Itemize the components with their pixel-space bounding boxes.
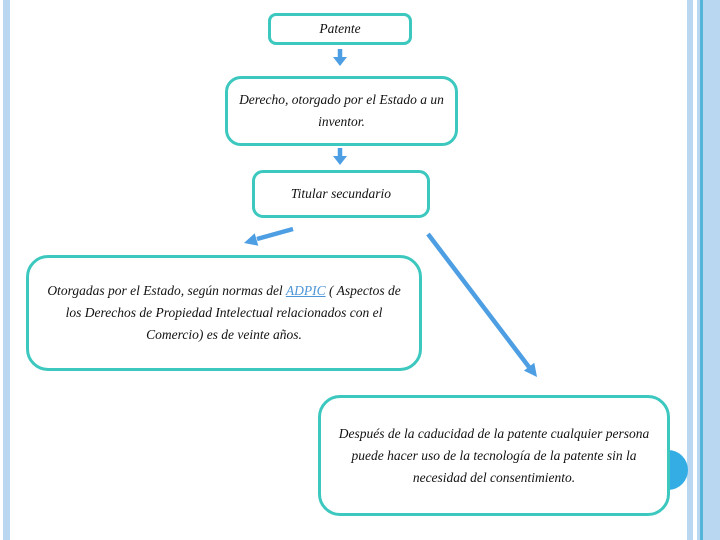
arrow-down-1-icon: [333, 49, 347, 66]
otorgadas-text-before: Otorgadas por el Estado, según normas de…: [47, 283, 286, 298]
arrow-down-2-icon: [333, 148, 347, 165]
node-derecho-label: Derecho, otorgado por el Estado a un inv…: [239, 92, 444, 129]
arrow-diagonal-right-icon: [426, 232, 537, 377]
node-patente-label: Patente: [319, 21, 361, 36]
right-edge-stripe-1: [687, 0, 693, 540]
otorgadas-text-after: ( Aspectos de los Derechos de Propiedad …: [65, 283, 401, 342]
node-patente: Patente: [268, 13, 412, 45]
left-edge-stripe: [3, 0, 10, 540]
right-edge-stripe-dark: [700, 0, 703, 540]
node-despues: Después de la caducidad de la patente cu…: [318, 395, 670, 516]
node-otorgadas-label: Otorgadas por el Estado, según normas de…: [45, 280, 403, 346]
arrow-left-icon: [244, 226, 294, 246]
adpic-link[interactable]: ADPIC: [285, 283, 326, 298]
node-despues-label: Después de la caducidad de la patente cu…: [338, 425, 650, 485]
node-derecho: Derecho, otorgado por el Estado a un inv…: [225, 76, 458, 146]
right-edge-stripe-2: [697, 0, 700, 540]
right-edge-stripe-3: [703, 0, 720, 540]
node-otorgadas: Otorgadas por el Estado, según normas de…: [26, 255, 422, 371]
node-titular-secundario: Titular secundario: [252, 170, 430, 218]
node-titular-label: Titular secundario: [290, 186, 392, 201]
